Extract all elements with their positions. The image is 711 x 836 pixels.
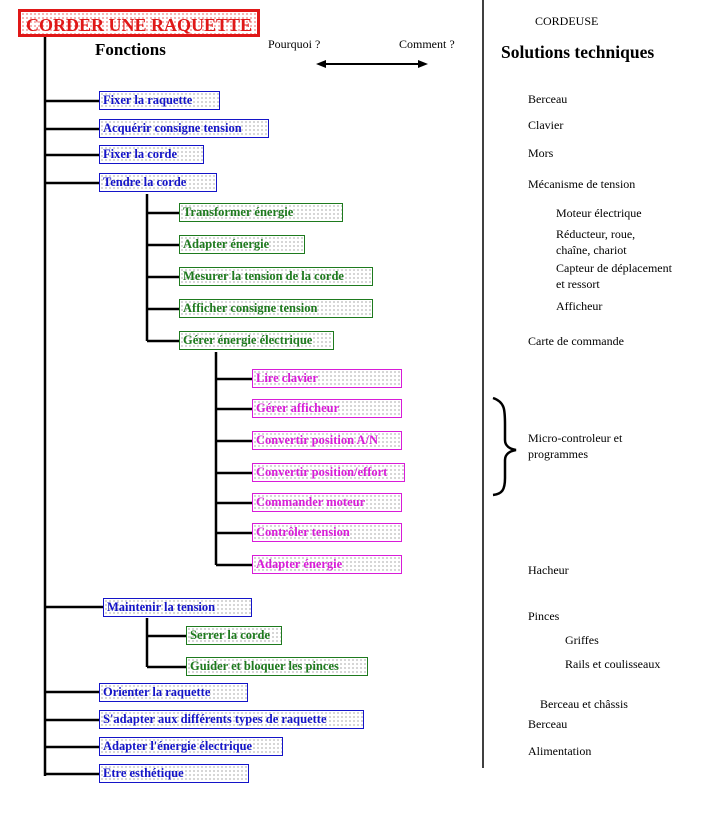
solution-item: Micro-controleur et [528,431,623,445]
subfunction-box: Afficher consigne tension [179,299,373,318]
solution-item: Mécanisme de tension [528,177,636,191]
subsubfunction-box: Contrôler tension [252,523,402,542]
solution-item: Mors [528,146,554,160]
solution-item: Griffes [565,633,599,647]
solution-item: Berceau [528,717,568,731]
solutions-header: Solutions techniques [501,42,655,62]
solution-item: Capteur de déplacement [556,261,672,275]
pourquoi-label: Pourquoi ? [268,37,321,51]
comment-label: Comment ? [399,37,455,51]
subfunction-box: Serrer la corde [186,626,282,645]
solution-item: Carte de commande [528,334,624,348]
solution-item: et ressort [556,277,600,291]
function-box: Adapter l'énergie électrique [99,737,283,756]
subsubfunction-box: Commander moteur [252,493,402,512]
function-box: Orienter la raquette [99,683,248,702]
solution-item: Réducteur, roue, [556,227,636,241]
subsubfunction-box: Adapter énergie [252,555,402,574]
solution-item: Berceau et châssis [540,697,628,711]
subsubfunction-box: Convertir position A/N [252,431,402,450]
subsubfunction-box: Convertir position/effort [252,463,405,482]
function-box: Fixer la corde [99,145,204,164]
function-box: Tendre la corde [99,173,217,192]
subfunction-box: Adapter énergie [179,235,305,254]
subfunction-box: Transformer énergie [179,203,343,222]
solution-item: programmes [528,447,588,461]
solution-item: Clavier [528,118,564,132]
fonctions-header: Fonctions [95,40,166,59]
solution-item: Afficheur [556,299,603,313]
function-box: Acquérir consigne tension [99,119,269,138]
solution-item: Alimentation [528,744,592,758]
main-title: CORDER UNE RAQUETTE [18,9,261,37]
function-box: Fixer la raquette [99,91,220,110]
subsubfunction-box: Gérer afficheur [252,399,402,418]
solution-item: Rails et coulisseaux [565,657,661,671]
cordeuse-label: CORDEUSE [535,14,599,28]
subfunction-box: Guider et bloquer les pinces [186,657,368,676]
function-box: Etre esthétique [99,764,249,783]
solution-item: Hacheur [528,563,569,577]
function-box: S'adapter aux différents types de raquet… [99,710,364,729]
solution-item: Moteur électrique [556,206,642,220]
subfunction-box: Gérer énergie électrique [179,331,334,350]
solution-item: Pinces [528,609,560,623]
function-box: Maintenir la tension [103,598,252,617]
solution-item: chaîne, chariot [556,243,627,257]
subfunction-box: Mesurer la tension de la corde [179,267,373,286]
subsubfunction-box: Lire clavier [252,369,402,388]
solution-item: Berceau [528,92,568,106]
